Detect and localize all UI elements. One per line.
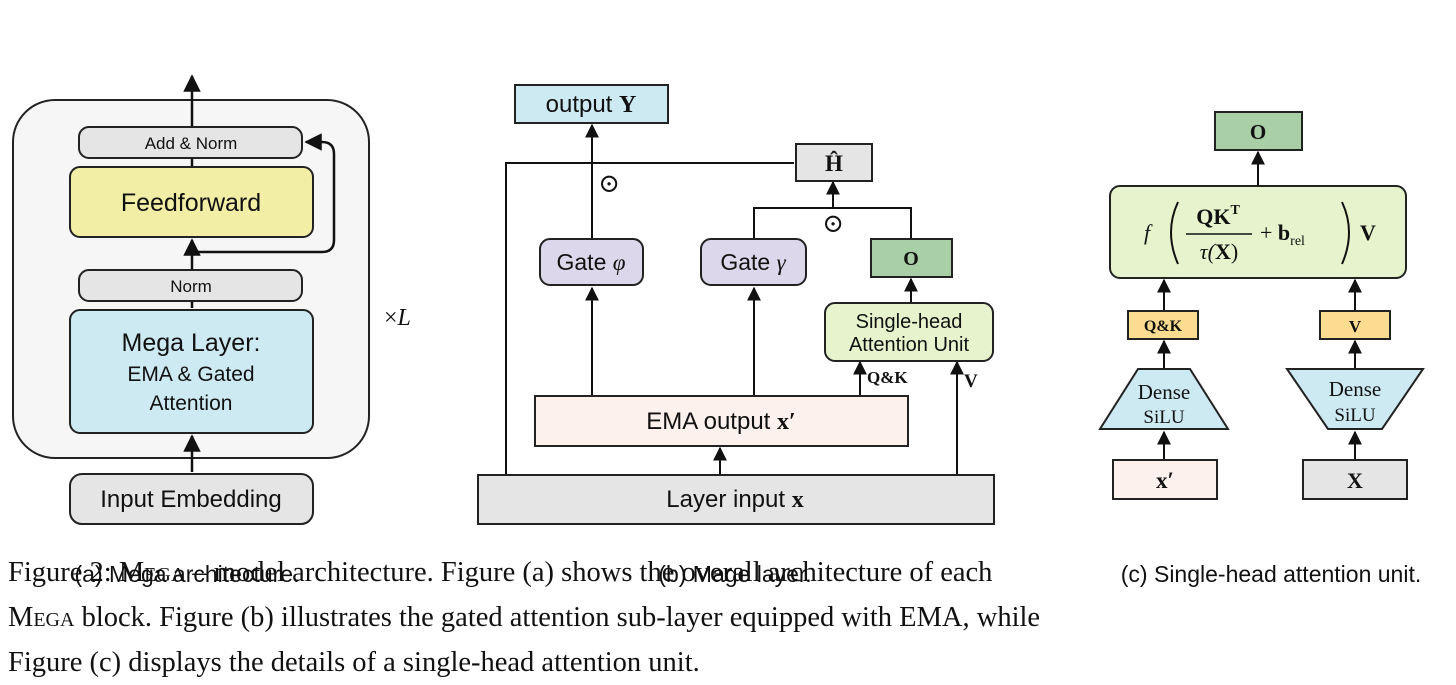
layer-input-label: Layer input x <box>666 486 803 513</box>
output-y-label: output Y <box>546 91 637 118</box>
hadamard-symbol-hhat: ⊙ <box>822 209 844 238</box>
o-label-b: O <box>903 248 919 270</box>
figure-caption: Figure 2: Mega – model architecture. Fig… <box>8 550 1452 685</box>
input-embedding-box <box>69 473 314 525</box>
panel-a: Add & Norm Feedforward Norm Mega Layer: … <box>12 74 411 587</box>
dense-qk-label: Dense <box>1138 380 1190 404</box>
x-prime-box <box>1112 459 1218 500</box>
dense-v-activation: SiLU <box>1334 405 1375 426</box>
attention-unit-line1: Single-head <box>856 311 963 333</box>
formula-numerator: QKT <box>1196 203 1240 229</box>
o-label-c: O <box>1250 120 1266 144</box>
formula-f: f <box>1144 220 1153 245</box>
line-layerinput-hhat <box>505 162 794 474</box>
qk-box-c <box>1127 310 1199 340</box>
figure-caption-line1: Figure 2: Mega – model architecture. Fig… <box>8 557 993 588</box>
gate-gamma-label: Gate γ <box>720 249 786 275</box>
o-box-b <box>870 238 953 278</box>
x-label: X <box>1347 468 1363 493</box>
dense-qk-activation: SiLU <box>1143 407 1184 428</box>
output-y-box <box>514 84 669 124</box>
formula-right-paren <box>1341 201 1350 265</box>
gate-phi-label: Gate φ <box>557 249 626 275</box>
formula-box <box>1109 185 1407 279</box>
input-embedding-label: Input Embedding <box>100 486 281 513</box>
gate-gamma-box <box>700 238 807 286</box>
line-gate-gamma-to-o <box>753 207 912 238</box>
ema-output-label: EMA output x′ <box>646 408 796 435</box>
norm-label: Norm <box>170 277 212 296</box>
mega-layer-line3: Attention <box>150 392 233 415</box>
mega-layer-box <box>69 309 314 434</box>
qk-input-label-b: Q&K <box>867 368 908 387</box>
dense-v-label: Dense <box>1329 377 1381 401</box>
repeat-count: ×L <box>384 305 411 331</box>
formula-bias: + brel <box>1260 220 1305 249</box>
panel-b: ⊙ ⊙ output Y Ĥ Gate φ Gate γ O Single-he… <box>477 84 995 587</box>
formula-denominator: τ(X) <box>1200 239 1238 264</box>
residual-connection <box>192 133 336 254</box>
gate-phi-box <box>539 238 644 286</box>
formula-left-paren <box>1170 201 1179 265</box>
qk-label-c: Q&K <box>1144 318 1183 335</box>
figure-caption-line3: Figure (c) displays the details of a sin… <box>8 647 700 678</box>
feedforward-label: Feedforward <box>121 189 261 217</box>
add-norm-label: Add & Norm <box>145 134 238 153</box>
hadamard-symbol-output: ⊙ <box>598 169 620 198</box>
panel-c: O f QKT τ(X) + brel V Q&K V Dense SiLU D… <box>1098 111 1425 587</box>
v-box-c <box>1319 310 1391 340</box>
mega-layer-line1: Mega Layer: <box>122 329 261 357</box>
caption-c: (c) Single-head attention unit. <box>1121 561 1421 587</box>
o-box-c <box>1214 111 1303 151</box>
dense-qk-trapezoid <box>1098 368 1230 430</box>
attention-formula: f QKT τ(X) + brel V <box>1144 201 1376 265</box>
ema-output-box <box>534 395 909 447</box>
x-box <box>1302 459 1408 500</box>
x-prime-label: x′ <box>1156 468 1174 493</box>
h-hat-box <box>795 143 873 182</box>
caption-b: (b) Mage layer. <box>658 561 811 587</box>
attention-unit-box <box>824 302 994 362</box>
layer-input-box <box>477 474 995 525</box>
v-input-label-b: V <box>964 371 978 392</box>
v-label-c: V <box>1349 317 1362 336</box>
attention-unit-line2: Attention Unit <box>849 334 970 356</box>
caption-a: (a) Mega architecture. <box>75 561 300 587</box>
figure-caption-line2: Mega block. Figure (b) illustrates the g… <box>8 602 1041 633</box>
h-hat-label: Ĥ <box>825 150 843 176</box>
norm-box <box>78 269 303 302</box>
formula-v: V <box>1360 220 1376 245</box>
add-norm-box <box>78 126 303 159</box>
feedforward-box <box>69 166 314 238</box>
mega-layer-line2: EMA & Gated <box>127 363 254 386</box>
dense-v-trapezoid <box>1285 368 1425 430</box>
